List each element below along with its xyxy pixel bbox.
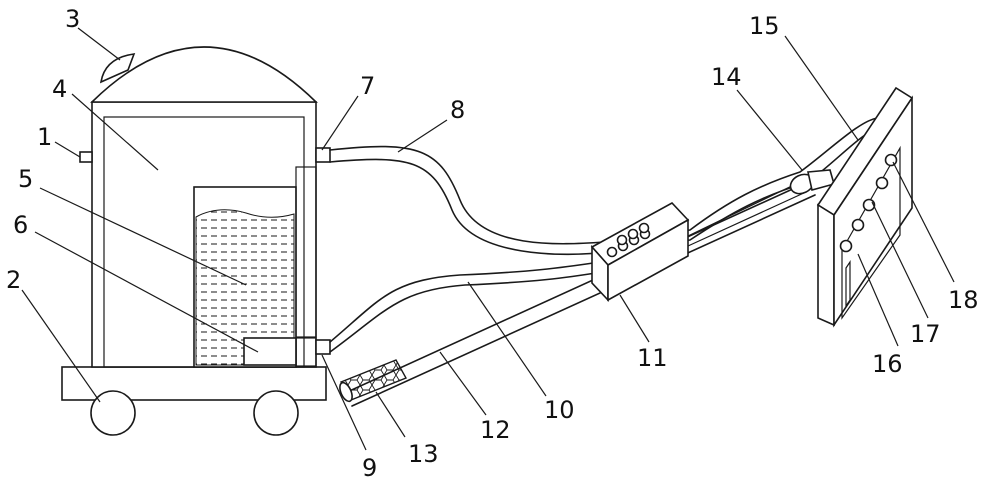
callout-9: 9 xyxy=(362,454,377,482)
inner-container xyxy=(193,186,297,368)
callout-2: 2 xyxy=(6,266,21,294)
callout-11: 11 xyxy=(637,344,668,372)
nozzle xyxy=(851,218,865,232)
callout-12: 12 xyxy=(480,416,511,444)
callout-10: 10 xyxy=(544,396,575,424)
callout-1: 1 xyxy=(37,123,52,151)
callout-13: 13 xyxy=(408,440,439,468)
outlet-connector xyxy=(315,147,331,163)
callout-7: 7 xyxy=(360,72,375,100)
lid-knob xyxy=(99,53,136,84)
wheel-left xyxy=(90,390,136,436)
control-box xyxy=(590,202,690,303)
dome-lid xyxy=(90,46,318,103)
connectors xyxy=(295,147,331,367)
leader-lines xyxy=(21,27,955,451)
callout-15: 15 xyxy=(749,12,780,40)
callout-6: 6 xyxy=(13,211,28,239)
nozzle xyxy=(875,176,889,190)
callout-18: 18 xyxy=(948,286,979,314)
callout-8: 8 xyxy=(450,96,465,124)
nozzle xyxy=(839,239,853,253)
callout-3: 3 xyxy=(65,5,80,33)
inlet-connector xyxy=(315,339,331,355)
hose-10 xyxy=(329,261,603,353)
handle-rod xyxy=(339,181,816,407)
callout-4: 4 xyxy=(52,75,67,103)
wheel-right xyxy=(253,390,299,436)
head-plate xyxy=(816,86,914,328)
nozzle xyxy=(884,153,898,167)
slot xyxy=(845,260,851,308)
pump-block xyxy=(243,337,297,366)
callout-labels: 3 4 1 5 6 2 7 8 9 13 12 10 11 14 15 16 1… xyxy=(6,5,979,482)
callout-14: 14 xyxy=(711,63,742,91)
side-switch xyxy=(79,151,93,163)
callout-5: 5 xyxy=(18,165,33,193)
cart-base xyxy=(61,366,327,436)
hinge xyxy=(687,169,835,247)
callout-17: 17 xyxy=(910,320,941,348)
callout-16: 16 xyxy=(872,350,903,378)
